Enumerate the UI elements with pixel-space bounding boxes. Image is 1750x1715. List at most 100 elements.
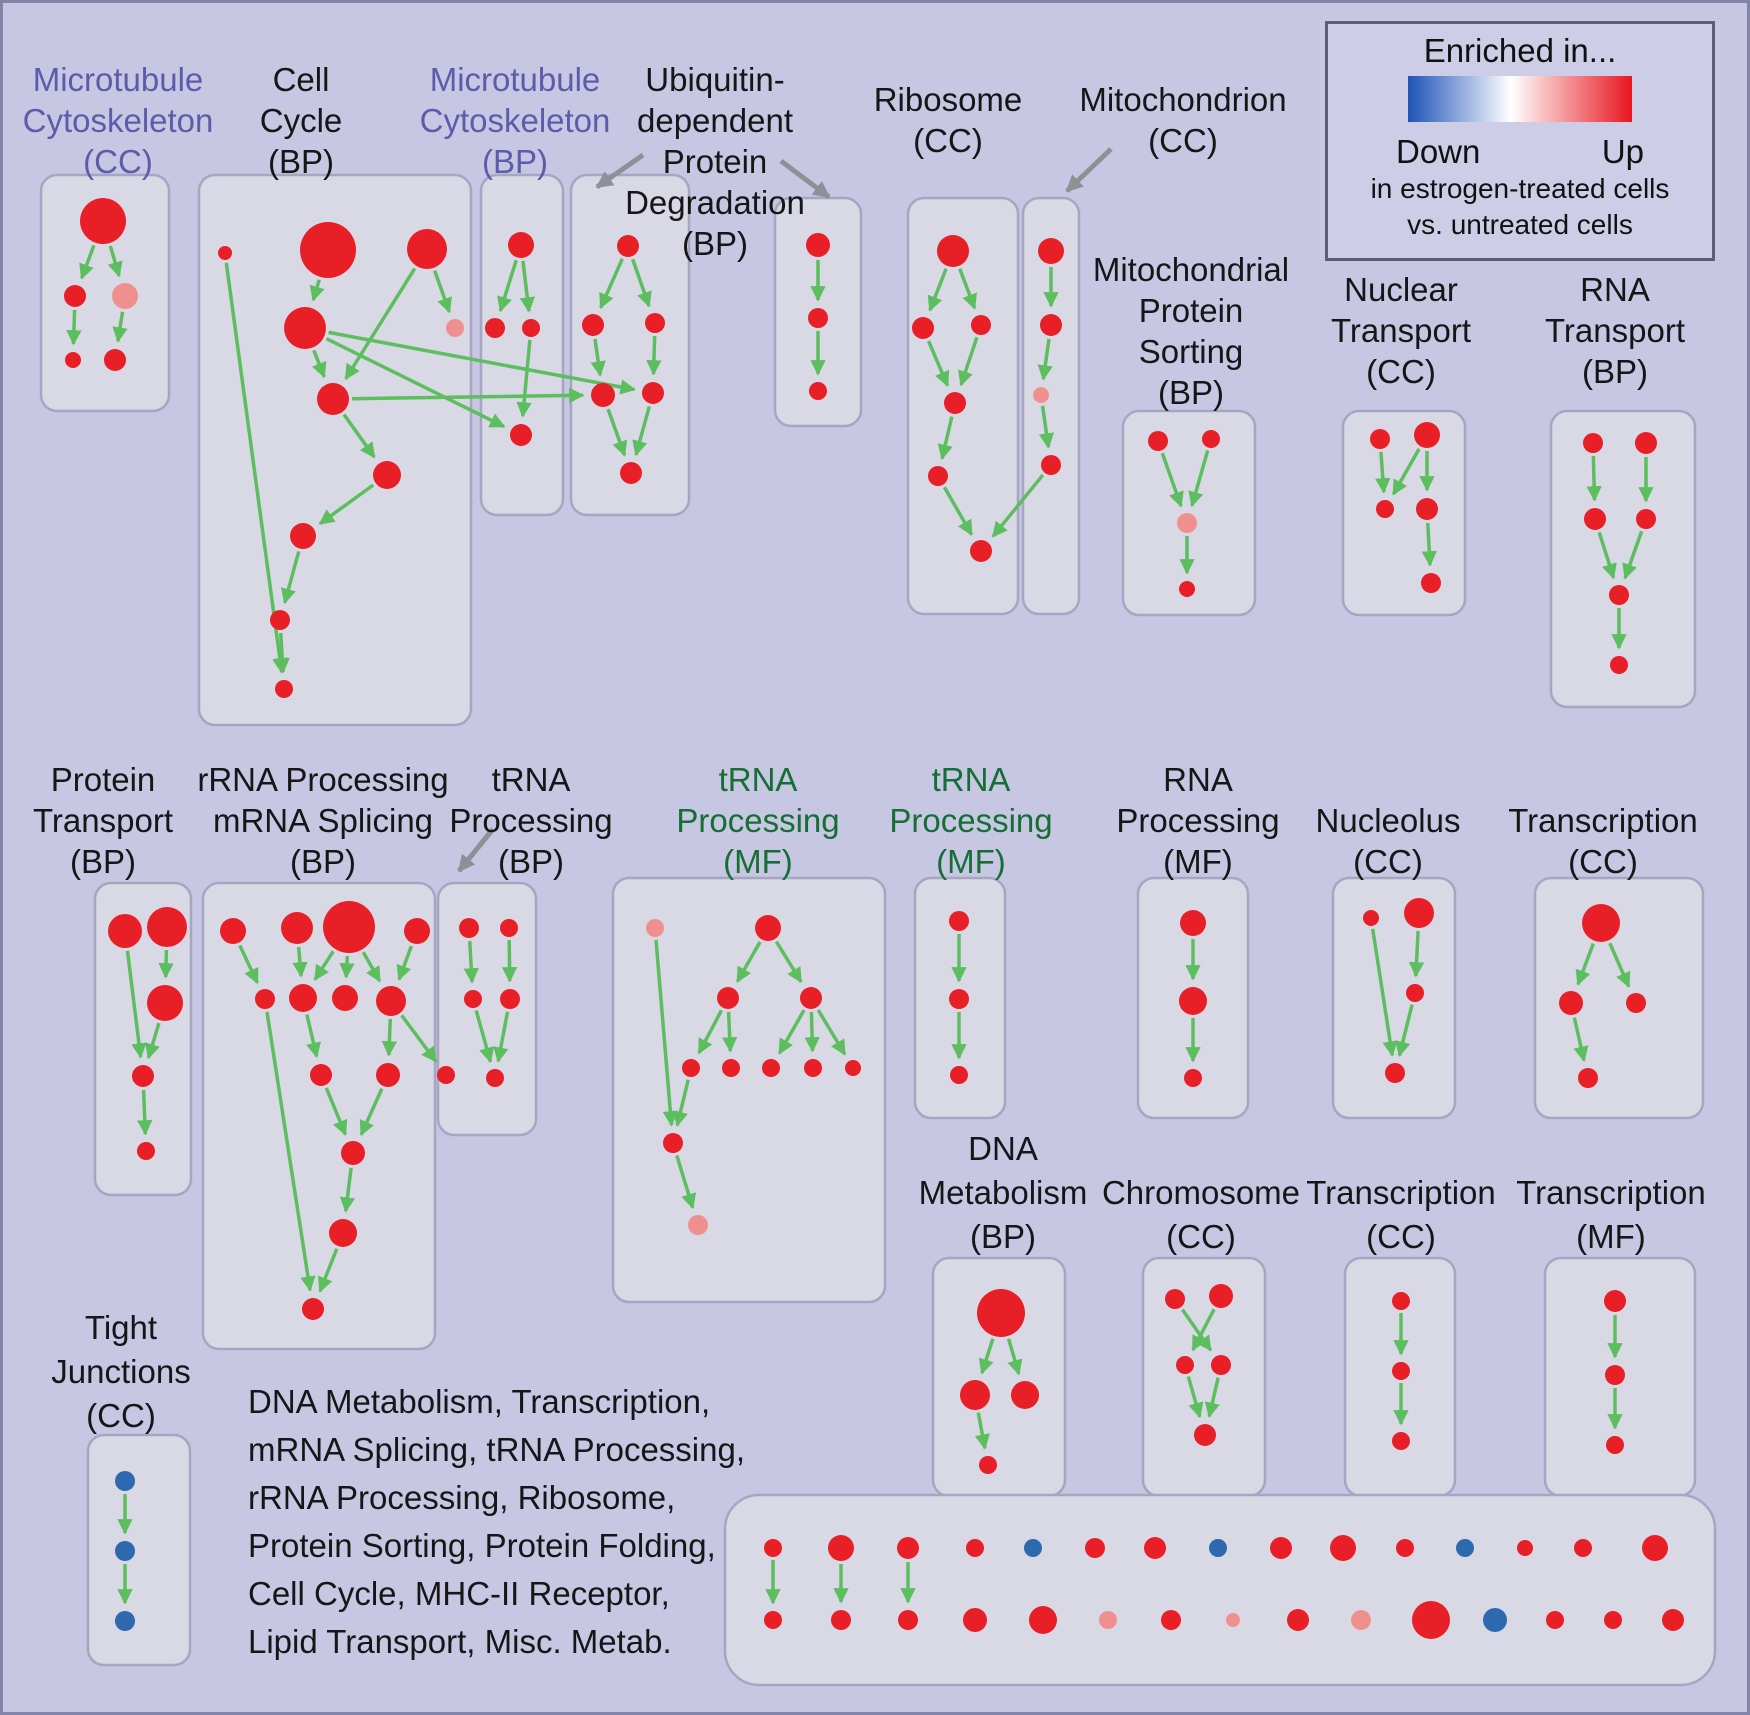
edge-arrow	[361, 951, 382, 983]
go-term-node	[897, 1537, 919, 1559]
go-term-node	[1416, 498, 1438, 520]
cluster-box-mitochondrial-protein-sorting-bp	[1121, 409, 1257, 617]
go-term-node	[1024, 1539, 1042, 1557]
go-term-node	[1184, 1069, 1202, 1087]
go-term-node	[1414, 422, 1440, 448]
label-pointer-arrow	[595, 152, 645, 190]
go-term-node	[302, 1298, 324, 1320]
edge-arrow	[107, 245, 123, 278]
go-term-node	[1085, 1538, 1105, 1558]
cluster-box-microtubule-cytoskeleton-bp	[479, 173, 565, 517]
go-term-node	[966, 1539, 984, 1557]
go-term-node	[1041, 455, 1061, 475]
go-term-node	[688, 1215, 708, 1235]
go-term-node	[1038, 238, 1064, 264]
go-term-node	[1610, 656, 1628, 674]
edge-arrow	[280, 550, 301, 605]
go-term-node	[1287, 1609, 1309, 1631]
edge-arrow	[313, 950, 335, 981]
go-term-node	[804, 1059, 822, 1077]
edge-arrow	[991, 473, 1045, 538]
go-term-node	[317, 383, 349, 415]
cluster-box-nucleolus-cc	[1331, 876, 1457, 1120]
go-term-node	[147, 985, 183, 1021]
edge-arrow	[1391, 448, 1421, 496]
edge-arrow	[1370, 928, 1398, 1057]
go-term-node	[1029, 1606, 1057, 1634]
go-term-node	[112, 283, 138, 309]
go-term-node	[937, 235, 969, 267]
go-term-node	[582, 314, 604, 336]
legend-endpoints: Down Up	[1396, 134, 1644, 170]
cluster-box-cell-cycle-bp	[197, 173, 473, 727]
legend-title: Enriched in...	[1423, 32, 1617, 69]
edge-arrow	[1204, 1377, 1220, 1418]
edge-arrow	[344, 267, 417, 380]
go-term-node	[137, 1142, 155, 1160]
go-term-node	[1517, 1540, 1533, 1556]
go-term-node	[1605, 1365, 1625, 1385]
go-term-node	[1636, 509, 1656, 529]
go-term-node	[332, 985, 358, 1011]
edge-arrow	[978, 1338, 995, 1375]
go-term-node	[1606, 1436, 1624, 1454]
go-term-node	[510, 424, 532, 446]
edge-arrow	[325, 337, 506, 429]
go-term-node	[1351, 1610, 1371, 1630]
edge-arrow	[926, 340, 950, 387]
go-term-node	[620, 462, 642, 484]
edge-arrow	[599, 258, 624, 310]
go-term-node	[1376, 500, 1394, 518]
go-term-node	[1546, 1611, 1564, 1629]
go-term-node	[1176, 1356, 1194, 1374]
edge-arrow	[646, 335, 662, 376]
go-term-node	[1483, 1608, 1507, 1632]
go-term-node	[218, 246, 232, 260]
go-term-node	[1662, 1609, 1684, 1631]
edge-arrow	[942, 486, 974, 536]
edge-arrow	[305, 1014, 322, 1058]
edge-arrow	[774, 940, 803, 984]
edge-arrow	[112, 311, 128, 343]
go-term-node	[1226, 1613, 1240, 1627]
go-term-node	[808, 308, 828, 328]
go-term-node	[1406, 984, 1424, 1002]
go-term-node	[979, 1456, 997, 1474]
go-term-node	[284, 307, 326, 349]
cluster-box-rrna-processing-mrna-splicing-bp	[201, 881, 437, 1351]
go-term-node	[270, 610, 290, 630]
cluster-label-transcription-cc-lower: Transcription(CC)	[1306, 1174, 1496, 1255]
go-term-node	[1144, 1537, 1166, 1559]
go-term-node	[220, 918, 246, 944]
go-term-node	[1179, 581, 1195, 597]
go-term-node	[1270, 1537, 1292, 1559]
go-term-node	[108, 914, 142, 948]
edge-arrow	[1186, 1376, 1204, 1419]
go-term-node	[1180, 910, 1206, 936]
go-term-node	[831, 1610, 851, 1630]
go-term-node	[1635, 432, 1657, 454]
go-term-node	[764, 1539, 782, 1557]
edge-arrow	[433, 270, 452, 314]
edge-arrow	[519, 260, 535, 313]
go-term-node	[500, 919, 518, 937]
go-term-node	[446, 319, 464, 337]
go-term-node	[809, 382, 827, 400]
edge-arrow	[804, 1011, 820, 1053]
edge-arrow	[79, 244, 96, 280]
go-term-node	[132, 1065, 154, 1087]
go-term-node	[1209, 1539, 1227, 1557]
legend: Enriched in... Down Up in estrogen-treat…	[1325, 21, 1715, 261]
go-term-node	[1165, 1289, 1185, 1309]
go-term-node	[960, 1380, 990, 1410]
go-term-node	[1330, 1535, 1356, 1561]
edge-arrow	[381, 1018, 398, 1057]
go-term-node	[1392, 1362, 1410, 1380]
edge-arrow	[463, 940, 479, 984]
edge-arrow	[493, 1011, 510, 1063]
